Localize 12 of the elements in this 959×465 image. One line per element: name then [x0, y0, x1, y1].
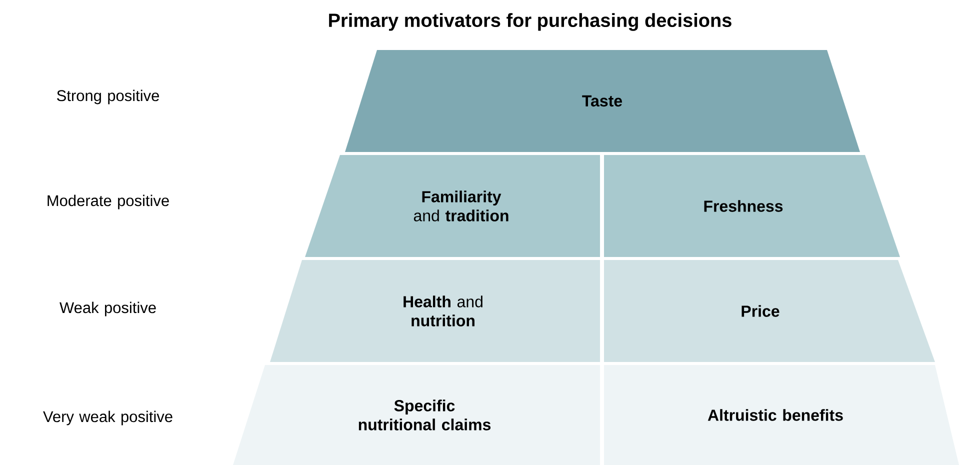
pyramid-cell: Altruistic benefits [604, 365, 959, 465]
pyramid-cell: Freshness [604, 155, 900, 257]
title: Primary motivators for purchasing decisions [329, 13, 732, 31]
pyramid-cell: Price [604, 260, 935, 362]
row-label: Strong positive [57, 90, 159, 104]
row-label: Very weak positive [43, 410, 172, 426]
row-label: Moderate positive [48, 194, 169, 210]
row-label: Weak positive [60, 302, 156, 316]
pyramid-cell: Health and nutrition [270, 260, 600, 362]
pyramid-band: Taste [345, 50, 860, 152]
pyramid-cell: Specific nutritional claims [233, 365, 600, 465]
pyramid-cell: Familiarity and tradition [305, 155, 600, 257]
